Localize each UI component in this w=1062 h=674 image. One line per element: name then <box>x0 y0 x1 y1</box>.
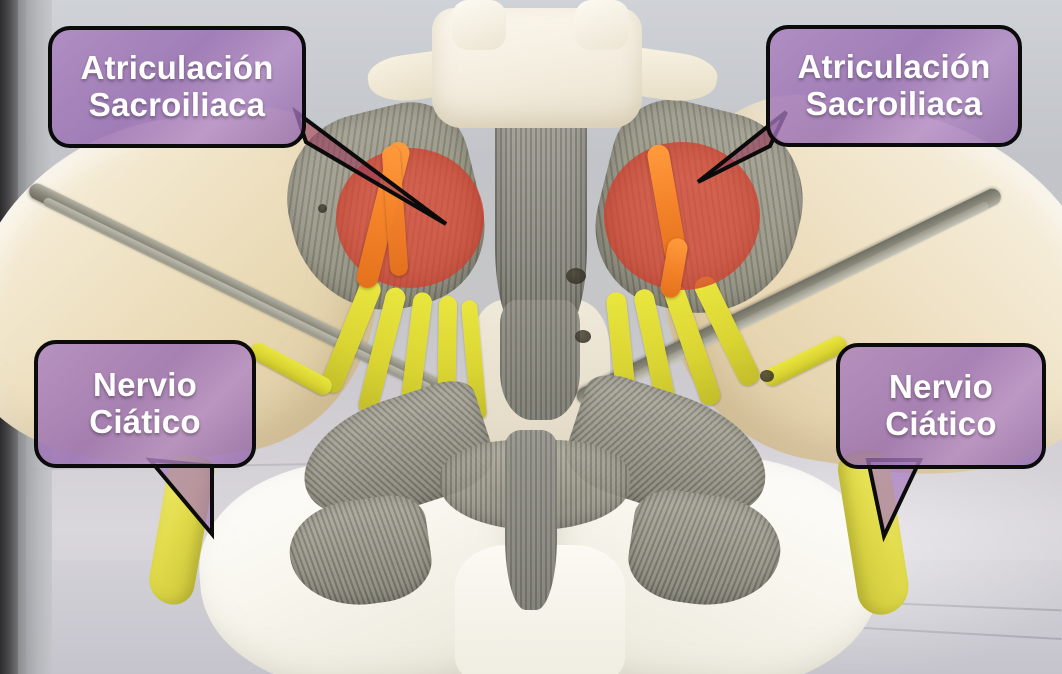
callout-articulacion-sacroiliaca-right[interactable]: Atriculación Sacroiliaca <box>766 25 1022 147</box>
callout-nervio-ciatico-left[interactable]: Nervio Ciático <box>34 340 256 468</box>
sacral-foramen <box>566 268 586 284</box>
callout-label: Atriculación Sacroiliaca <box>797 48 991 122</box>
sacral-foramen <box>760 370 774 382</box>
sacral-foramen <box>575 330 591 343</box>
callout-nervio-ciatico-right[interactable]: Nervio Ciático <box>836 343 1046 469</box>
vertebra-articular-process-left <box>452 0 506 50</box>
sacral-midline-ligament <box>500 300 580 420</box>
vertebra-articular-process-right <box>575 0 629 50</box>
callout-label: Nervio Ciático <box>89 366 201 440</box>
callout-articulacion-sacroiliaca-left[interactable]: Atriculación Sacroiliaca <box>48 26 306 148</box>
coccyx-bone <box>505 430 557 610</box>
sacral-foramen <box>318 204 327 213</box>
callout-label: Nervio Ciático <box>885 368 997 442</box>
callout-label: Atriculación Sacroiliaca <box>80 49 274 123</box>
